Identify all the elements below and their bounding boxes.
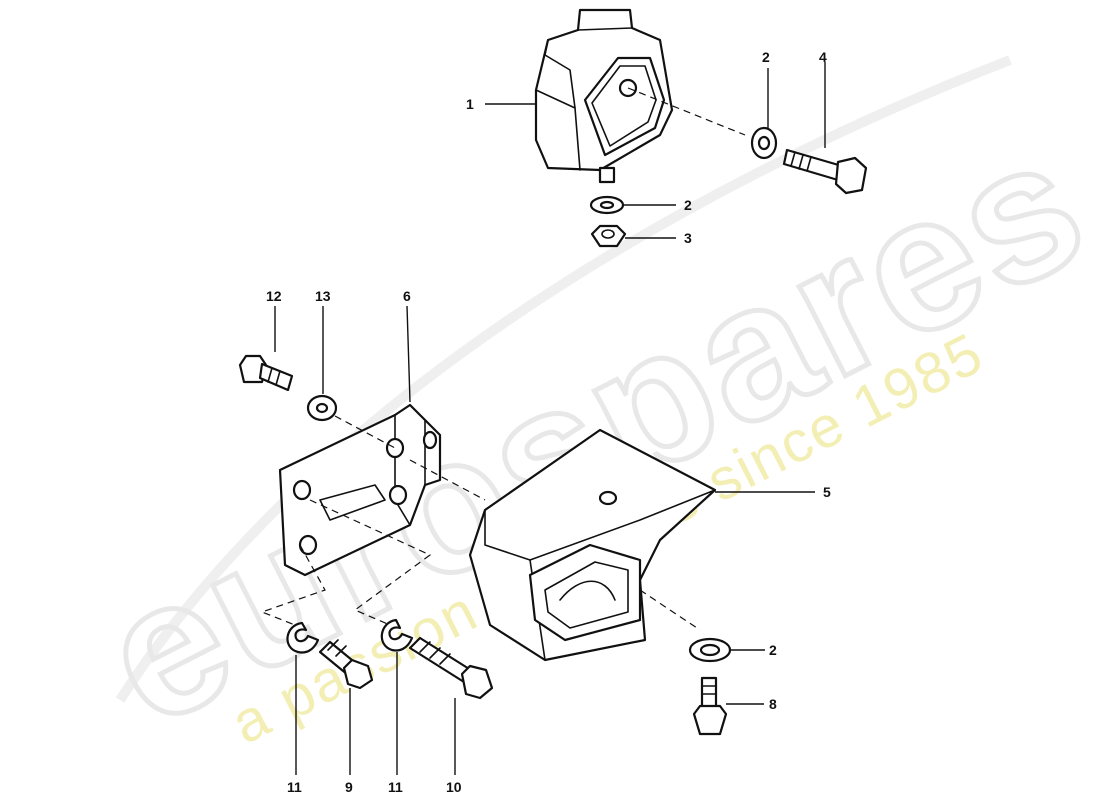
clip-11-right	[380, 618, 414, 652]
bolt-10	[408, 636, 494, 700]
washer-2-upper	[750, 126, 778, 160]
washer-2-lower	[589, 195, 625, 215]
stud-8	[692, 676, 728, 736]
bolt-9	[318, 639, 374, 690]
callout-13: 13	[315, 288, 331, 304]
part-1-mount-block	[534, 8, 674, 184]
bolt-12	[238, 354, 294, 392]
watermark-logo: eurospares	[72, 94, 1100, 766]
callout-2-lower: 2	[684, 197, 692, 213]
part-6-bracket	[278, 403, 442, 577]
washer-13	[306, 394, 338, 422]
callout-3: 3	[684, 230, 692, 246]
callout-2-upper: 2	[762, 49, 770, 65]
callouts: 1 2 4 2 3 12 13 6 5 2 8 11 9 11 10	[266, 49, 831, 795]
callout-11-right: 11	[388, 779, 403, 795]
callout-10: 10	[446, 779, 462, 795]
callout-2-right: 2	[769, 642, 777, 658]
callout-5: 5	[823, 484, 831, 500]
callout-9: 9	[345, 779, 353, 795]
callout-4: 4	[819, 49, 827, 65]
callout-8: 8	[769, 696, 777, 712]
clip-11-left	[286, 621, 320, 654]
callout-1: 1	[466, 96, 474, 112]
nut-3	[590, 224, 627, 248]
washer-2-right	[688, 637, 732, 663]
callout-6: 6	[403, 288, 411, 304]
assembly-lines	[260, 87, 746, 631]
leader-lines	[274, 62, 826, 775]
bolt-4	[782, 148, 868, 195]
callout-11-left: 11	[287, 779, 302, 795]
callout-12: 12	[266, 288, 282, 304]
part-5-mount-housing	[468, 428, 717, 662]
